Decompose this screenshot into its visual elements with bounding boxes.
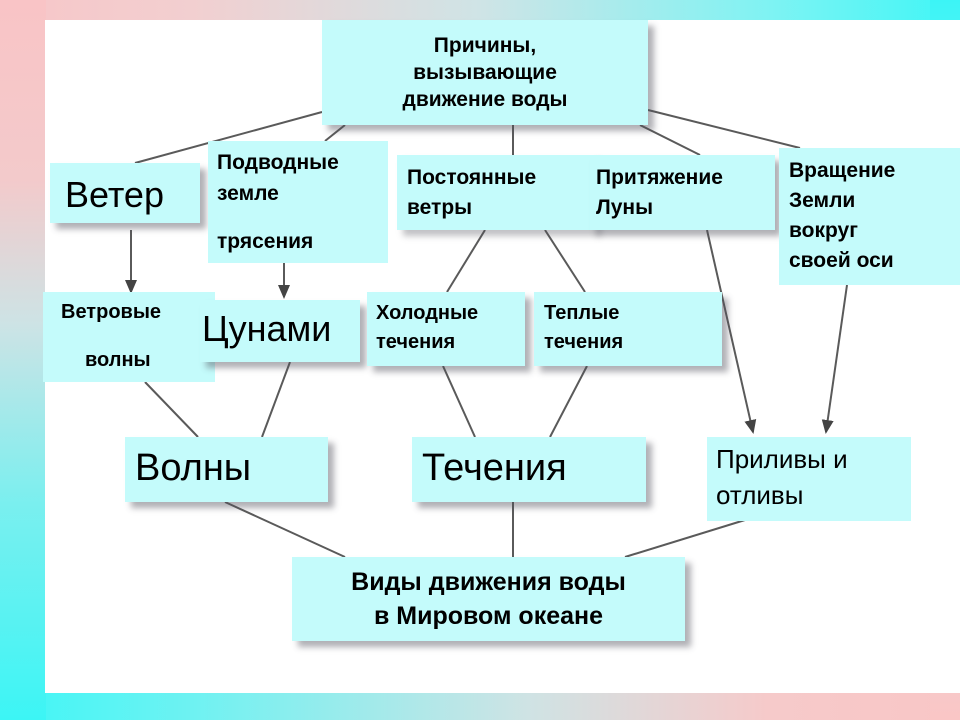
edge-root-rotation <box>647 109 801 149</box>
earthquakes-line-3: трясения <box>217 230 314 253</box>
node-earth-rotation: Вращение Земли вокруг своей оси <box>779 148 960 285</box>
edge-warm-currents <box>549 365 588 438</box>
node-currents: Течения <box>412 437 646 502</box>
moon-line-2: Луны <box>596 196 654 219</box>
moon-line-1: Притяжение <box>596 166 723 189</box>
earthquakes-line-1: Подводные <box>217 151 339 174</box>
tides-line-1: Приливы и <box>716 444 848 474</box>
edge-rotation-tides <box>821 284 848 434</box>
node-constant-winds: Постоянные ветры <box>397 155 595 230</box>
edge-tsunami-waves <box>261 361 291 438</box>
earthquakes-line-2: земле <box>217 182 279 205</box>
constant-winds-line-1: Постоянные <box>407 166 537 189</box>
edge-moon-tides <box>706 229 757 434</box>
warm-currents-line-1: Теплые <box>544 302 620 324</box>
background-frame-left <box>0 0 46 720</box>
edge-cold-currents <box>442 365 476 438</box>
currents-label: Течения <box>422 447 567 489</box>
types-line-2: в Мировом океане <box>373 602 604 630</box>
edge-wind-waves-waves <box>144 381 199 438</box>
edge-constant-winds-cold <box>446 229 486 293</box>
warm-currents-line-2: течения <box>544 331 624 353</box>
node-wind-waves: Ветровые волны <box>43 292 215 382</box>
rotation-line-4: своей оси <box>789 249 894 272</box>
node-root-causes: Причины, вызывающие движение воды <box>322 20 648 125</box>
node-waves: Волны <box>125 437 328 502</box>
wind-waves-line-1: Ветровые <box>61 301 162 323</box>
node-warm-currents: Теплые течения <box>534 292 722 366</box>
constant-winds-line-2: ветры <box>407 196 473 219</box>
node-tides: Приливы и отливы <box>707 437 911 521</box>
types-line-1: Виды движения воды <box>351 568 626 596</box>
wind-waves-line-2: волны <box>85 349 151 371</box>
node-types-of-water-movement: Виды движения воды в Мировом океане <box>292 557 685 641</box>
cold-currents-line-2: течения <box>376 331 456 353</box>
edge-constant-winds-warm <box>544 229 586 293</box>
node-cold-currents: Холодные течения <box>367 292 525 366</box>
root-line-3: движение воды <box>402 88 568 111</box>
cold-currents-line-1: Холодные <box>376 302 479 324</box>
rotation-line-2: Земли <box>789 189 856 212</box>
node-tsunami: Цунами <box>200 300 360 362</box>
root-line-2: вызывающие <box>413 61 557 84</box>
edge-root-earthquakes <box>324 124 346 142</box>
rotation-line-1: Вращение <box>789 159 896 182</box>
wind-label: Ветер <box>65 174 164 215</box>
edge-root-wind <box>134 111 323 164</box>
node-wind: Ветер <box>50 163 200 223</box>
root-line-1: Причины, <box>433 34 537 57</box>
edge-waves-types <box>224 501 346 558</box>
edge-root-moon <box>639 124 701 156</box>
tsunami-label: Цунами <box>202 308 332 349</box>
edge-tides-types <box>624 519 746 558</box>
waves-label: Волны <box>135 447 252 489</box>
tides-line-2: отливы <box>716 480 804 510</box>
node-underwater-earthquakes: Подводные земле трясения <box>208 141 388 263</box>
node-moon-attraction: Притяжение Луны <box>590 155 775 230</box>
rotation-line-3: вокруг <box>789 219 858 242</box>
